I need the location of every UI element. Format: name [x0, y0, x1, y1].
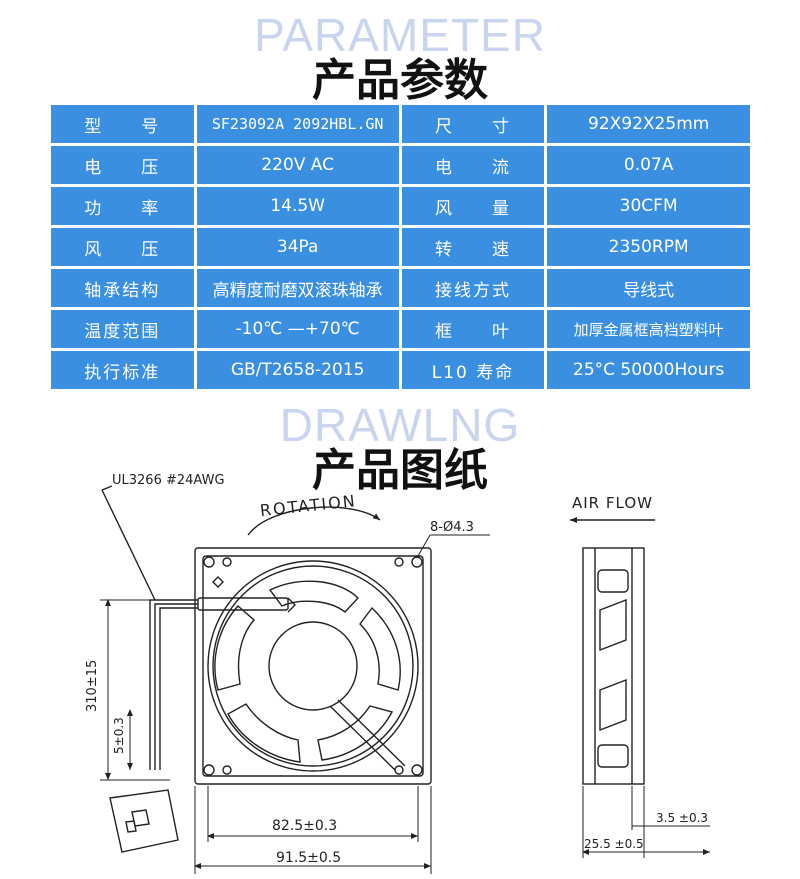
- spec-label: 执行标准: [51, 351, 194, 389]
- spec-value: 34Pa: [196, 228, 399, 266]
- spec-label: 风 压: [51, 228, 194, 266]
- spec-label: L10 寿命: [401, 351, 545, 389]
- hole-label: 8-Ø4.3: [430, 520, 474, 535]
- spec-label: 尺 寸: [401, 105, 545, 143]
- spec-table: 型 号 SF23092A 2092HBL.GN 尺 寸 92X92X25mm 电…: [48, 102, 753, 392]
- drawing-watermark: DRAWLNG: [279, 399, 521, 451]
- dim-width: 91.5±0.5: [276, 850, 341, 866]
- spec-value: 高精度耐磨双滚珠轴承: [196, 269, 399, 307]
- rotation-arrow: [247, 506, 381, 536]
- drawing-title: 产品图纸: [312, 445, 488, 496]
- spec-label: 框 叶: [401, 310, 545, 348]
- spec-row: 功 率 14.5W 风 量 30CFM: [51, 187, 750, 225]
- spec-label: 接线方式: [401, 269, 545, 307]
- spec-label: 温度范围: [51, 310, 194, 348]
- fan-side-view: [582, 547, 645, 785]
- spec-row: 电 压 220V AC 电 流 0.07A: [51, 146, 750, 184]
- spec-label: 功 率: [51, 187, 194, 225]
- spec-value: 14.5W: [196, 187, 399, 225]
- spec-row: 型 号 SF23092A 2092HBL.GN 尺 寸 92X92X25mm: [51, 105, 750, 143]
- dim-flange: 3.5 ±0.3: [656, 811, 708, 825]
- spec-value: 30CFM: [547, 187, 750, 225]
- spec-value: SF23092A 2092HBL.GN: [196, 105, 399, 143]
- rotation-label: ROTATION: [259, 491, 357, 520]
- spec-value: 2350RPM: [547, 228, 750, 266]
- spec-label: 风 量: [401, 187, 545, 225]
- spec-value: 92X92X25mm: [547, 105, 750, 143]
- spec-value: 加厚金属框高档塑料叶: [547, 310, 750, 348]
- spec-row: 温度范围 -10℃ —+70℃ 框 叶 加厚金属框高档塑料叶: [51, 310, 750, 348]
- spec-row: 轴承结构 高精度耐磨双滚珠轴承 接线方式 导线式: [51, 269, 750, 307]
- spec-value: 导线式: [547, 269, 750, 307]
- dim-depth: 25.5 ±0.5: [584, 837, 644, 851]
- dim-strip: 5±0.3: [112, 717, 126, 754]
- spec-value: 0.07A: [547, 146, 750, 184]
- spec-value: 25°C 50000Hours: [547, 351, 750, 389]
- fan-front-view: [194, 547, 432, 785]
- dimension-lines: [100, 534, 710, 874]
- spec-row: 风 压 34Pa 转 速 2350RPM: [51, 228, 750, 266]
- spec-label: 电 压: [51, 146, 194, 184]
- spec-label: 转 速: [401, 228, 545, 266]
- spec-row: 执行标准 GB/T2658-2015 L10 寿命 25°C 50000Hour…: [51, 351, 750, 389]
- spec-label: 电 流: [401, 146, 545, 184]
- spec-value: -10℃ —+70℃: [196, 310, 399, 348]
- dim-lead-length: 310±15: [85, 660, 100, 712]
- parameter-title: 产品参数: [312, 55, 488, 106]
- spec-label: 轴承结构: [51, 269, 194, 307]
- wire-label: UL3266 #24AWG: [112, 473, 225, 488]
- spec-value: 220V AC: [196, 146, 399, 184]
- airflow-label: AIR FLOW: [572, 494, 653, 512]
- lead-wires: [101, 485, 198, 853]
- spec-value: GB/T2658-2015: [196, 351, 399, 389]
- dim-hole-pitch: 82.5±0.3: [272, 818, 337, 834]
- spec-label: 型 号: [51, 105, 194, 143]
- parameter-watermark: PARAMETER: [254, 9, 546, 61]
